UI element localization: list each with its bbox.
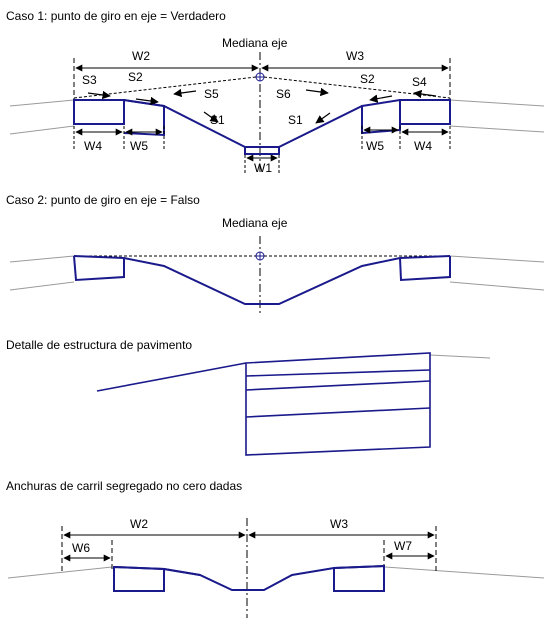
detail-caption: Detalle de estructura de pavimento — [6, 338, 192, 352]
case1-ground-lines — [9, 99, 545, 135]
case2-diagram: Caso 2: punto de giro en eje = Falso Med… — [6, 193, 545, 316]
pavement-detail-diagram: Detalle de estructura de pavimento — [6, 338, 491, 456]
case2-pivot-icon — [255, 251, 265, 261]
case3-structure — [113, 564, 385, 592]
case1-s3-label: S3 — [82, 73, 97, 87]
case1-w4-left-label: W4 — [84, 139, 102, 153]
case3-extension-lines — [61, 526, 437, 574]
case1-w5-left-label: W5 — [130, 139, 148, 153]
case1-s6-label: S6 — [276, 87, 291, 101]
case1-s1-left-label: S1 — [210, 113, 225, 127]
case2-structure — [73, 255, 451, 305]
case2-median-label: Mediana eje — [222, 216, 288, 230]
case3-caption: Anchuras de carril segregado no cero dad… — [6, 479, 242, 493]
case1-extension-lines — [73, 58, 451, 102]
case1-median-label: Mediana eje — [222, 36, 288, 50]
case1-diagram: Caso 1: punto de giro en eje = Verdadero… — [6, 9, 545, 175]
detail-ground-line — [429, 354, 491, 359]
case1-slope-arrows — [87, 87, 437, 124]
case1-caption: Caso 1: punto de giro en eje = Verdadero — [6, 9, 226, 23]
case1-w4-right-label: W4 — [414, 139, 432, 153]
case3-w6-label: W6 — [72, 541, 90, 555]
case3-w7-label: W7 — [394, 539, 412, 553]
case3-dimensions — [63, 531, 435, 562]
case1-w5-right-label: W5 — [366, 139, 384, 153]
case1-pivot-icon — [255, 72, 265, 82]
case3-ground-lines — [7, 566, 545, 579]
case2-ground-lines — [9, 255, 545, 291]
case3-w2-label: W2 — [130, 517, 148, 531]
case1-s5-label: S5 — [204, 87, 219, 101]
detail-structure — [96, 352, 431, 456]
case1-s4-label: S4 — [412, 75, 427, 89]
case1-w3-label: W3 — [346, 49, 364, 63]
case1-w1-label: W1 — [254, 161, 272, 175]
case3-w3-label: W3 — [330, 517, 348, 531]
case2-caption: Caso 2: punto de giro en eje = Falso — [6, 193, 200, 207]
case3-diagram: Anchuras de carril segregado no cero dad… — [6, 479, 545, 618]
case1-bottom-dimensions — [73, 126, 451, 174]
case1-s2-left-label: S2 — [128, 70, 143, 84]
case1-s2-right-label: S2 — [360, 72, 375, 86]
case1-s1-right-label: S1 — [288, 113, 303, 127]
case1-w2-label: W2 — [132, 49, 150, 63]
